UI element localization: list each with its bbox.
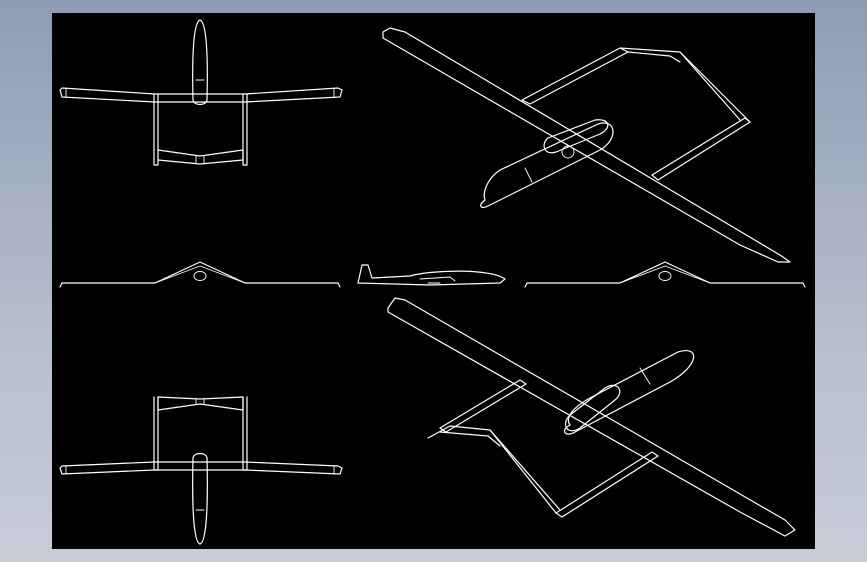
bottom-view bbox=[59, 396, 343, 545]
top-view bbox=[59, 19, 343, 166]
isometric-view-upper bbox=[382, 27, 791, 263]
front-view-left bbox=[59, 261, 341, 288]
isometric-view-lower bbox=[387, 297, 796, 537]
side-view bbox=[357, 264, 506, 286]
front-view-right bbox=[524, 261, 806, 288]
drawing-canvas[interactable] bbox=[52, 13, 815, 549]
cad-drawing-viewport[interactable] bbox=[52, 13, 815, 549]
